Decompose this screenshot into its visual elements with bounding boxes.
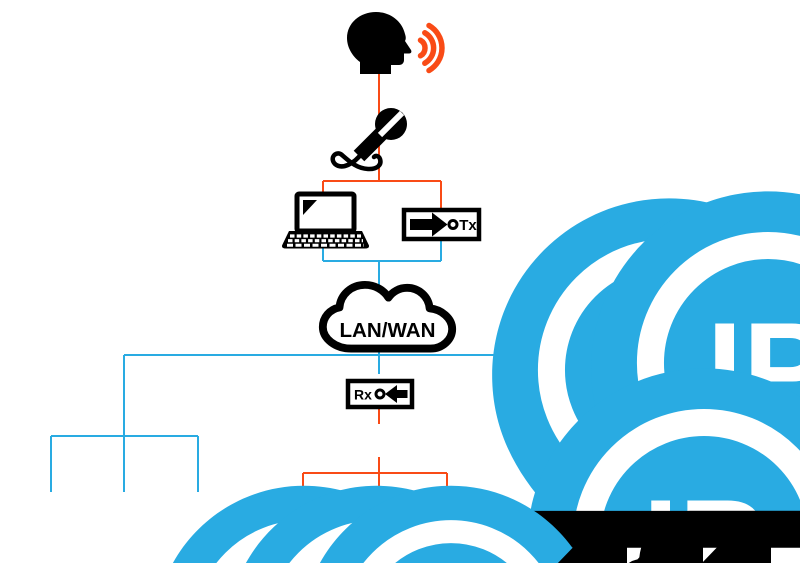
laptop-icon — [281, 191, 370, 249]
arrow-left-icon — [385, 385, 408, 403]
signal-dot-icon — [374, 388, 386, 400]
head-icon — [347, 12, 412, 74]
rx-label: Rx — [354, 387, 372, 403]
signal-dot-icon — [447, 219, 459, 230]
lan-wan-cloud: LAN/WAN — [318, 280, 457, 353]
tx-label: Tx — [459, 217, 477, 234]
microphone-icon — [330, 108, 407, 172]
arrow-right-icon — [410, 212, 448, 237]
speech-waves-icon — [417, 22, 445, 74]
lan-wan-label: LAN/WAN — [339, 319, 435, 342]
talker-icon — [347, 12, 445, 74]
tx-device: Tx — [401, 207, 482, 242]
rx-device: Rx — [345, 378, 415, 410]
cloud-icon — [318, 280, 457, 353]
